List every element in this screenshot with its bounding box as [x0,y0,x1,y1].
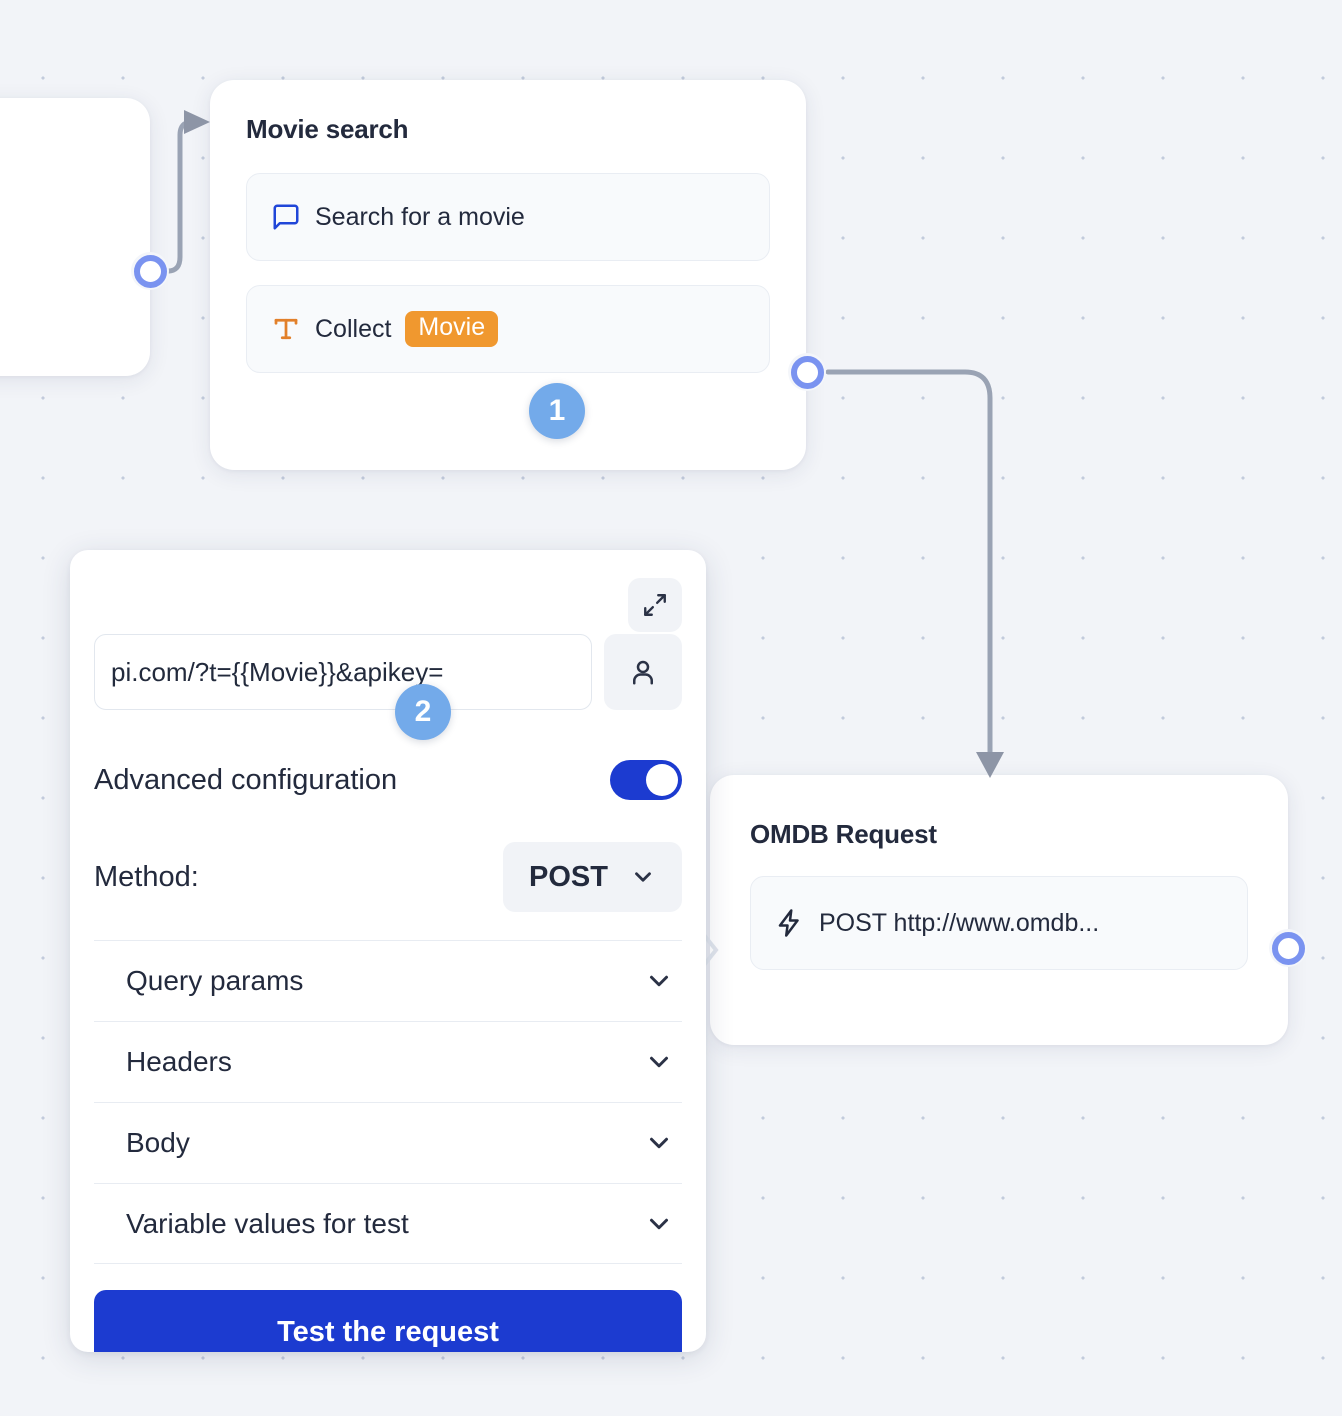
advanced-configuration-row: Advanced configuration [94,760,682,800]
chevron-down-icon [644,1128,674,1158]
method-row: Method: POST [94,842,682,912]
accordion-label-variable-values-for-test: Variable values for test [126,1207,409,1239]
method-selected-value: POST [529,860,608,893]
accordion-label-headers: Headers [126,1046,232,1077]
test-the-request-button[interactable]: Test the request [94,1290,682,1352]
advanced-configuration-toggle[interactable] [610,760,682,800]
request-url-input[interactable] [94,634,592,710]
node-card-movie-search[interactable]: Movie search Search for a movie Collect … [210,80,806,470]
request-sections-accordion: Query params Headers Body [94,940,682,1264]
connector-movie-search-to-omdb [825,369,993,758]
lightning-bolt-icon [775,908,805,938]
chevron-down-icon [644,966,674,996]
method-label: Method: [94,860,199,893]
request-config-panel[interactable]: Advanced configuration Method: POST Quer… [70,550,706,1352]
slot-label-omdb-post-request: POST http://www.omdb... [819,908,1100,937]
node-title-movie-search: Movie search [246,114,409,144]
chevron-down-icon [644,1047,674,1077]
slot-collect-movie[interactable]: Collect Movie [246,285,770,373]
slot-label-collect: Collect [315,314,392,343]
accordion-item-body[interactable]: Body [94,1102,682,1183]
expand-panel-button[interactable] [628,578,682,632]
slot-search-for-a-movie[interactable]: Search for a movie [246,173,770,261]
url-user-variable-button[interactable] [604,634,682,710]
node-title-omdb-request: OMDB Request [750,819,937,849]
accordion-label-body: Body [126,1127,190,1158]
expand-diagonal-icon [642,592,668,618]
port-left-node-output[interactable] [131,252,169,290]
chevron-down-icon [644,1209,674,1239]
user-icon [628,657,658,687]
accordion-item-headers[interactable]: Headers [94,1021,682,1102]
advanced-configuration-label: Advanced configuration [94,763,398,796]
port-omdb-request-output[interactable] [1269,929,1307,967]
slot-omdb-post-request[interactable]: POST http://www.omdb... [750,876,1248,970]
connector-arrowhead-movie-search [184,110,210,134]
node-card-omdb-request[interactable]: OMDB Request POST http://www.omdb... [710,775,1288,1045]
variable-chip-movie[interactable]: Movie [405,311,499,347]
accordion-label-query-params: Query params [126,965,304,996]
text-field-icon [271,314,301,344]
slot-label-search-for-a-movie: Search for a movie [315,202,525,231]
request-url-row [94,634,682,710]
method-select-dropdown[interactable]: POST [503,842,682,912]
step-badge-1: 1 [529,383,585,439]
connector-left-to-movie-search [167,119,193,274]
accordion-item-query-params[interactable]: Query params [94,940,682,1021]
chevron-down-icon [630,864,656,890]
step-badge-2: 2 [395,684,451,740]
message-bubble-icon [271,202,301,232]
node-card-partial-left[interactable] [0,98,150,376]
port-movie-search-output[interactable] [788,353,826,391]
accordion-item-variable-values-for-test[interactable]: Variable values for test [94,1183,682,1264]
